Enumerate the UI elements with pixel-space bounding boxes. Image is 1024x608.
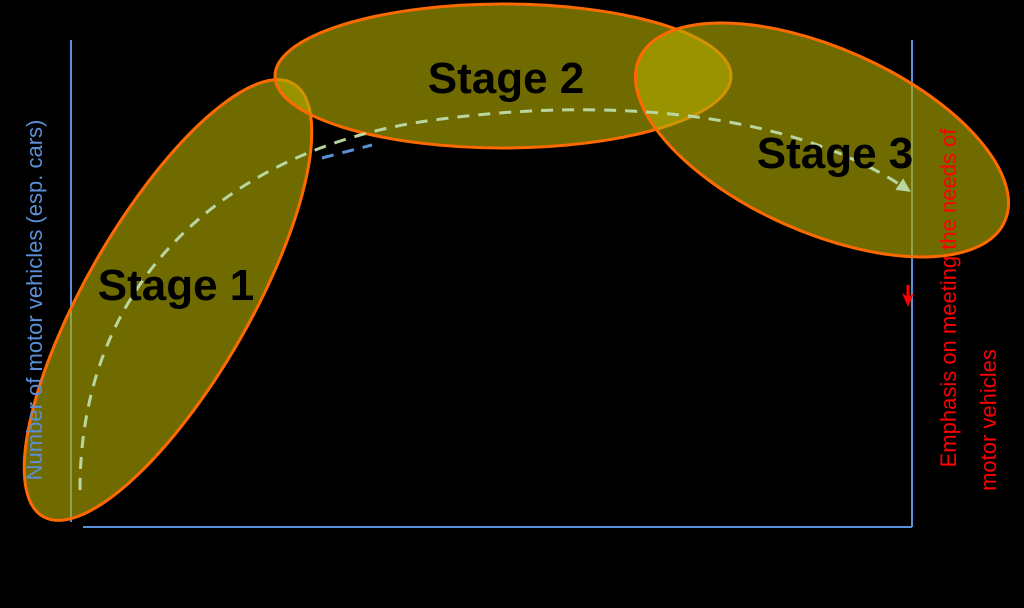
stage-3-label: Stage 3 bbox=[757, 129, 914, 178]
trend-arrow bbox=[78, 108, 911, 491]
stage-3-ellipse bbox=[633, 21, 1011, 259]
stage-2-label: Stage 2 bbox=[428, 54, 585, 103]
right-axis-label-line2: motor vehicles bbox=[976, 349, 1001, 491]
blue-dash-segment bbox=[321, 143, 373, 160]
y-axis-label: Number of motor vehicles (esp. cars) bbox=[22, 120, 47, 481]
right-axis-label-line1: Emphasis on meeting the needs of bbox=[936, 128, 961, 468]
stage-1-label: Stage 1 bbox=[98, 261, 255, 310]
